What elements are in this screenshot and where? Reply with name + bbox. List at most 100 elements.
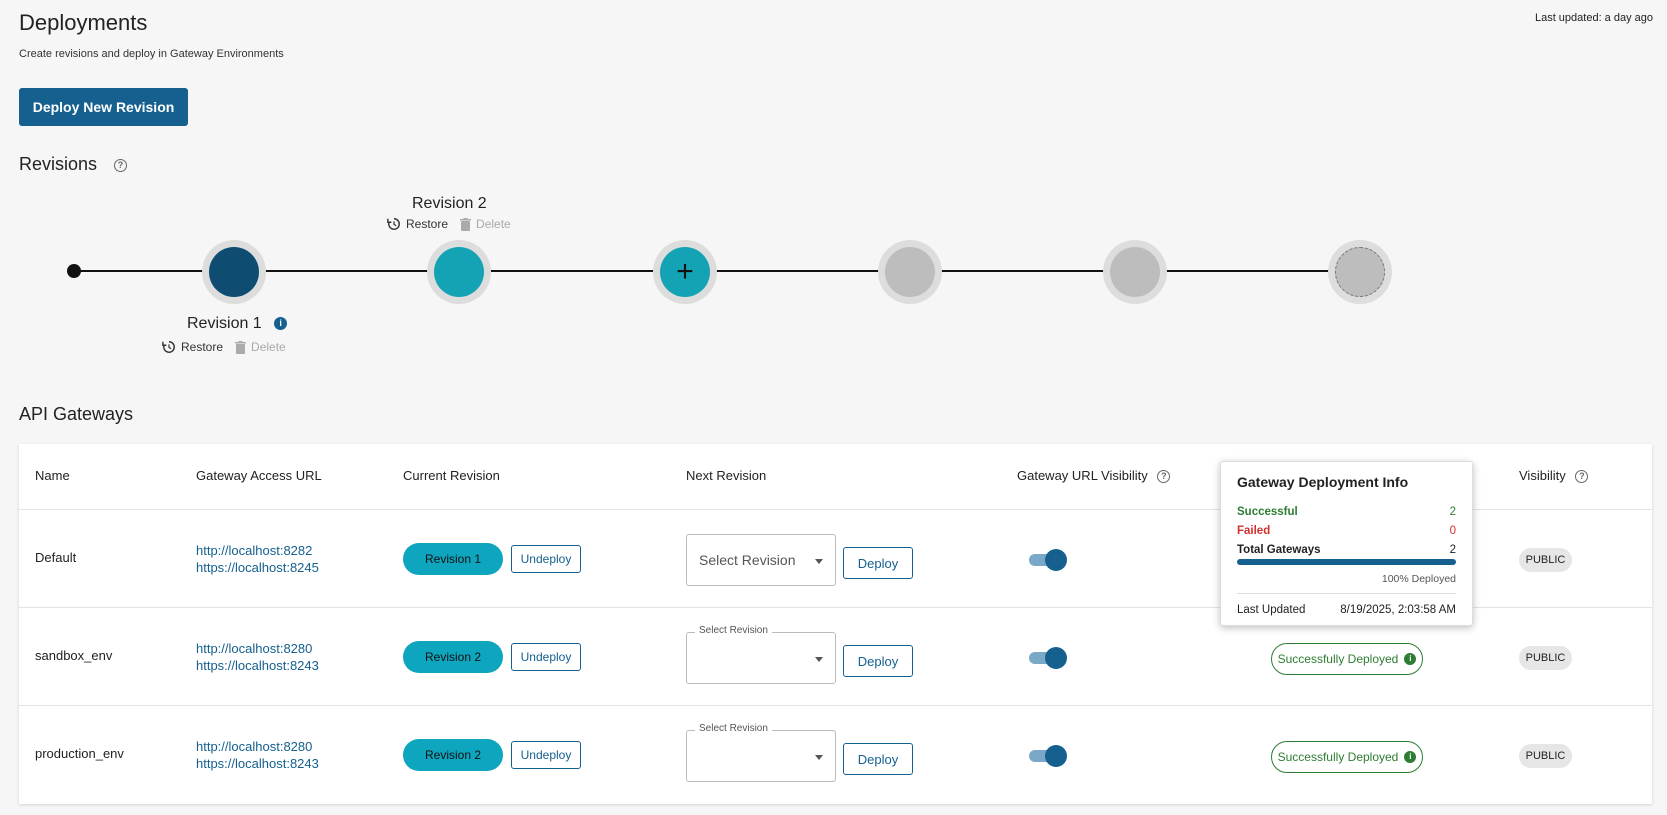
caret-down-icon [815, 657, 823, 662]
percent-deployed: 100% Deployed [1381, 573, 1456, 585]
visibility-chip: PUBLIC [1519, 744, 1572, 768]
visibility-label: Visibility [1519, 468, 1566, 483]
revision-1-title: Revision 1 [187, 315, 262, 332]
https-url-link[interactable]: https://localhost:8245 [196, 560, 319, 575]
progress-fill [1237, 559, 1456, 565]
https-url-link[interactable]: https://localhost:8243 [196, 756, 319, 771]
url-visibility-toggle[interactable] [1029, 549, 1067, 571]
deploy-new-revision-button[interactable]: Deploy New Revision [19, 88, 188, 126]
revision-1-label: Revision 1 i [187, 315, 288, 333]
failed-label: Failed [1237, 525, 1271, 537]
question-circle-icon[interactable]: ? [1157, 470, 1171, 484]
revision-timeline-line [74, 270, 1374, 272]
caret-down-icon [815, 755, 823, 760]
add-revision-node[interactable]: + [653, 240, 717, 304]
revision-node-1[interactable] [202, 240, 266, 304]
column-header-url: Gateway Access URL [196, 468, 322, 483]
failed-value: 0 [1449, 525, 1456, 537]
revisions-section: Revisions ? [19, 154, 128, 175]
select-floating-label: Select Revision [695, 625, 772, 636]
gateway-name: production_env [35, 746, 124, 761]
gateway-urls: http://localhost:8280 https://localhost:… [196, 640, 319, 674]
current-revision-chip: Revision 2 [403, 641, 503, 673]
select-revision-dropdown[interactable]: Select Revision [686, 534, 836, 586]
plus-icon[interactable]: + [660, 247, 710, 297]
url-visibility-label: Gateway URL Visibility [1017, 468, 1148, 483]
delete-label: Delete [476, 217, 511, 231]
empty-revision-slot [878, 240, 942, 304]
http-url-link[interactable]: http://localhost:8280 [196, 739, 313, 754]
info-icon: i [1404, 653, 1417, 665]
column-header-visibility: Visibility ? [1519, 468, 1589, 484]
divider [1237, 593, 1456, 594]
table-row: production_env http://localhost:8280 htt… [19, 705, 1652, 803]
info-icon[interactable]: i [274, 317, 288, 331]
restore-label: Restore [181, 340, 224, 354]
total-row: Total Gateways 2 [1237, 544, 1456, 556]
successful-row: Successful 2 [1237, 506, 1456, 518]
popover-title: Gateway Deployment Info [1237, 474, 1409, 490]
gateway-name: Default [35, 550, 77, 565]
deploy-button[interactable]: Deploy [843, 743, 913, 775]
column-header-url-visibility: Gateway URL Visibility ? [1017, 468, 1171, 484]
trash-icon [460, 217, 472, 231]
restore-icon [387, 218, 400, 230]
question-circle-icon[interactable]: ? [1575, 470, 1589, 484]
revision-2-actions: Restore Delete [387, 217, 511, 231]
trash-icon [235, 340, 247, 354]
current-revision-chip: Revision 2 [403, 739, 503, 771]
visibility-chip: PUBLIC [1519, 646, 1572, 670]
url-visibility-toggle[interactable] [1029, 647, 1067, 669]
deployment-status-badge[interactable]: Successfully Deployed i [1271, 643, 1423, 675]
total-value: 2 [1449, 544, 1456, 556]
url-visibility-toggle[interactable] [1029, 745, 1067, 767]
https-url-link[interactable]: https://localhost:8243 [196, 658, 319, 673]
caret-down-icon [815, 559, 823, 564]
deployment-status-badge[interactable]: Successfully Deployed i [1271, 741, 1423, 773]
current-revision-chip: Revision 1 [403, 543, 503, 575]
last-updated-value: 8/19/2025, 2:03:58 AM [1340, 604, 1456, 616]
table-row: Default http://localhost:8282 https://lo… [19, 509, 1652, 607]
page-title: Deployments [19, 10, 148, 35]
select-placeholder: Select Revision [699, 552, 796, 568]
deploy-button[interactable]: Deploy [843, 645, 913, 677]
failed-row: Failed 0 [1237, 525, 1456, 537]
revision-node-2[interactable] [427, 240, 491, 304]
column-header-current-revision: Current Revision [403, 468, 500, 483]
undeploy-button[interactable]: Undeploy [511, 545, 581, 573]
http-url-link[interactable]: http://localhost:8282 [196, 543, 313, 558]
api-gateways-title: API Gateways [19, 404, 134, 424]
gateway-urls: http://localhost:8282 https://localhost:… [196, 542, 319, 576]
gateway-deployment-info-popover: Gateway Deployment Info Successful 2 Fai… [1220, 461, 1473, 626]
undeploy-button[interactable]: Undeploy [511, 643, 581, 671]
revision-1-restore[interactable]: Restore [162, 340, 223, 354]
revision-1-delete: Delete [235, 340, 286, 354]
status-text: Successfully Deployed [1277, 750, 1399, 764]
restore-icon [162, 341, 175, 353]
total-label: Total Gateways [1237, 544, 1321, 556]
column-header-next-revision: Next Revision [686, 468, 767, 483]
successful-label: Successful [1237, 506, 1298, 518]
visibility-chip: PUBLIC [1519, 548, 1572, 572]
revision-2-restore[interactable]: Restore [387, 217, 448, 231]
delete-label: Delete [251, 340, 286, 354]
select-revision-dropdown[interactable]: Select Revision [686, 723, 836, 782]
successful-value: 2 [1449, 506, 1456, 518]
last-updated-row: Last Updated 8/19/2025, 2:03:58 AM [1237, 604, 1456, 616]
http-url-link[interactable]: http://localhost:8280 [196, 641, 313, 656]
deploy-button[interactable]: Deploy [843, 547, 913, 579]
last-updated-label: Last Updated [1237, 604, 1306, 616]
last-updated-text: Last updated: a day ago [1534, 12, 1653, 24]
info-icon: i [1404, 751, 1417, 763]
timeline-start-dot [67, 264, 81, 278]
empty-revision-slot [1328, 240, 1392, 304]
gateway-urls: http://localhost:8280 https://localhost:… [196, 738, 319, 772]
page-subtitle: Create revisions and deploy in Gateway E… [19, 48, 284, 60]
select-revision-dropdown[interactable]: Select Revision [686, 625, 836, 684]
revisions-title: Revisions [19, 154, 98, 174]
select-floating-label: Select Revision [695, 723, 772, 734]
revision-2-label: Revision 2 [412, 195, 487, 212]
question-circle-icon[interactable]: ? [114, 158, 128, 172]
undeploy-button[interactable]: Undeploy [511, 741, 581, 769]
status-text: Successfully Deployed [1277, 652, 1399, 666]
